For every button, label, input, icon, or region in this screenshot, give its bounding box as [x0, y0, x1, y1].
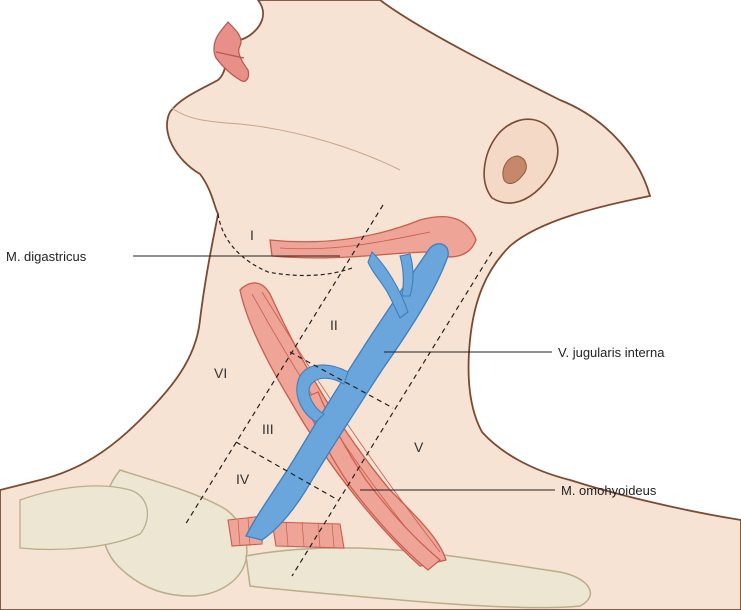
- zone-label-iv: IV: [236, 471, 250, 487]
- zone-label-vi: VI: [214, 365, 227, 381]
- zone-label-v: V: [414, 439, 424, 455]
- label-omohyoideus: M. omohyoideus: [561, 483, 657, 498]
- label-jugularis: V. jugularis interna: [558, 345, 665, 360]
- zone-label-iii: III: [262, 421, 274, 437]
- zone-label-ii: II: [330, 317, 338, 333]
- label-digastricus: M. digastricus: [6, 249, 87, 264]
- zone-label-i: I: [250, 227, 254, 243]
